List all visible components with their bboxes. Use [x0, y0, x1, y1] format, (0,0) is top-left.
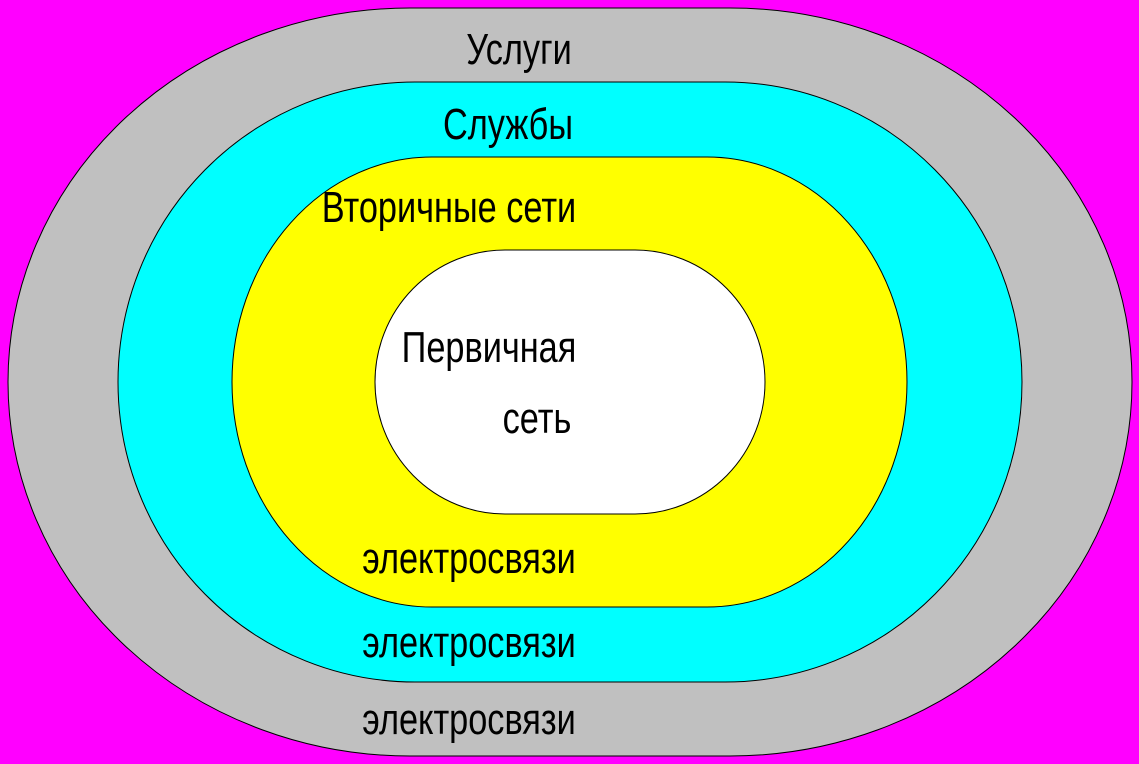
primary-network-label-line1: Первичная: [402, 323, 577, 372]
primary-network-label-line2: сеть: [503, 394, 572, 443]
services-label-top: Услуги: [466, 25, 571, 74]
primary-network-core: [374, 249, 766, 515]
services-network-label-top: Службы: [443, 100, 573, 149]
secondary-network-label-bottom: электросвязи: [362, 534, 576, 583]
services-label-bottom: электросвязи: [362, 695, 576, 744]
secondary-network-label-top: Вторичные сети: [322, 183, 576, 232]
services-network-label-bottom: электросвязи: [362, 618, 576, 667]
